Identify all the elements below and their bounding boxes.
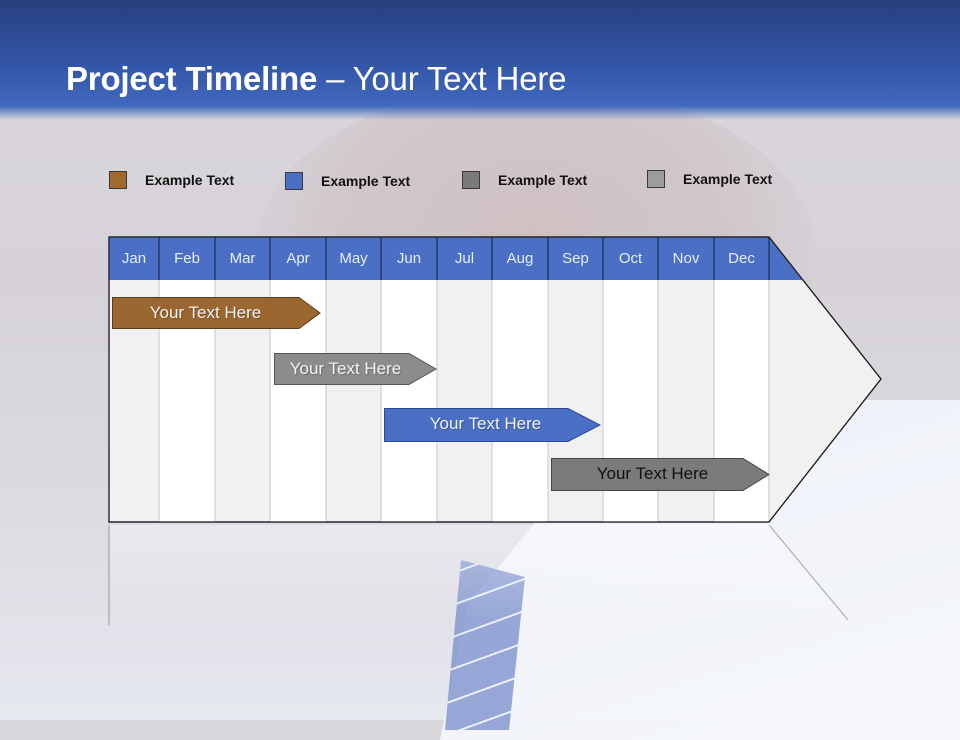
task-bar-4[interactable]: Your Text Here xyxy=(551,458,770,491)
task-bar-2[interactable]: Your Text Here xyxy=(274,353,437,385)
slide-title: Project Timeline – Your Text Here xyxy=(66,60,566,98)
legend-item-3: Example Text xyxy=(462,171,587,189)
timeline-arrow-graphic xyxy=(108,236,882,625)
month-header-mar: Mar xyxy=(229,250,256,267)
legend-label: Example Text xyxy=(683,171,773,187)
legend-item-1: Example Text xyxy=(109,171,234,189)
arrow-bar-shape xyxy=(274,353,437,385)
task-label: Your Text Here xyxy=(429,414,542,433)
arrow-bar-shape xyxy=(384,408,601,442)
arrow-bar-shape xyxy=(551,458,770,491)
month-header-jun: Jun xyxy=(396,250,422,267)
month-header-nov: Nov xyxy=(672,250,700,267)
legend-label: Example Text xyxy=(145,172,235,188)
month-header-feb: Feb xyxy=(174,250,200,267)
arrow-bar-shape xyxy=(112,297,321,329)
task-label: Your Text Here xyxy=(596,464,709,483)
task-label: Your Text Here xyxy=(149,303,262,322)
legend-item-2: Example Text xyxy=(285,172,410,190)
title-bold: Project Timeline xyxy=(66,60,318,97)
legend-label: Example Text xyxy=(498,172,588,188)
legend-swatch-brown xyxy=(109,171,127,189)
title-subtitle: – Your Text Here xyxy=(317,60,567,97)
title-banner xyxy=(0,0,960,120)
month-header-jan: Jan xyxy=(121,250,147,267)
task-bar-1[interactable]: Your Text Here xyxy=(112,297,321,329)
legend-swatch-dark-gray xyxy=(462,171,480,189)
month-header-jul: Jul xyxy=(454,250,475,267)
legend-swatch-blue xyxy=(285,172,303,190)
task-bar-3[interactable]: Your Text Here xyxy=(384,408,601,442)
month-header-aug: Aug xyxy=(506,250,534,267)
month-header-dec: Dec xyxy=(728,250,755,267)
month-header-sep: Sep xyxy=(562,250,589,267)
month-header-oct: Oct xyxy=(618,250,643,267)
legend-label: Example Text xyxy=(321,173,411,189)
month-header-may: May xyxy=(339,250,368,267)
legend-swatch-light-gray xyxy=(647,170,665,188)
task-label: Your Text Here xyxy=(289,359,402,378)
month-header-apr: Apr xyxy=(286,250,310,267)
legend-item-4: Example Text xyxy=(647,170,772,188)
